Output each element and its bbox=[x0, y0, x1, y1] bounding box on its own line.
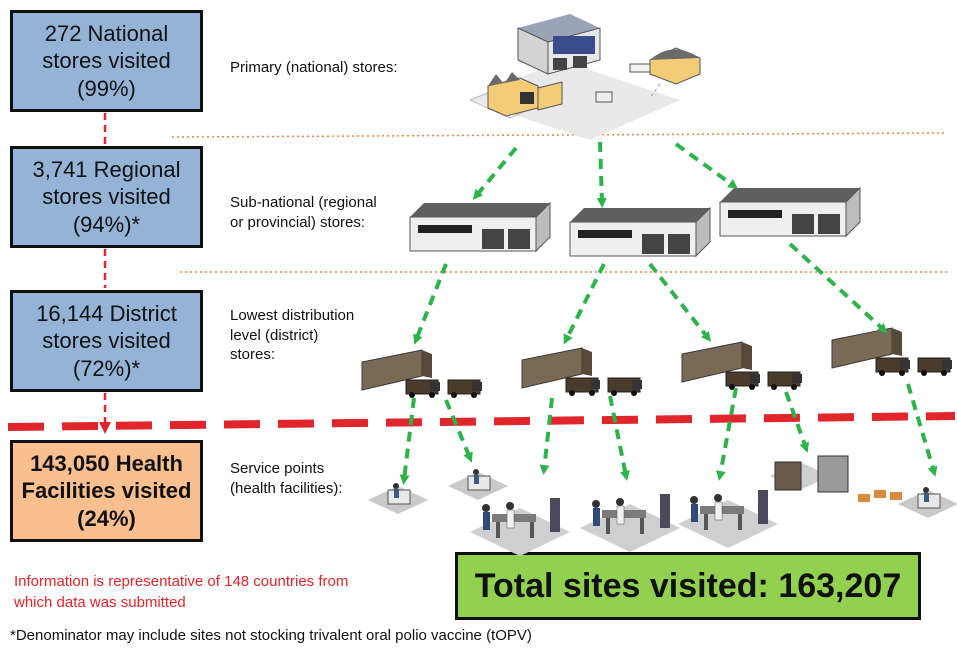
district-level-label: Lowest distribution level (district) sto… bbox=[230, 307, 355, 363]
health-facility-icon bbox=[677, 489, 779, 549]
district-stores-text: 16,144 District stores visited (72%)* bbox=[36, 300, 177, 381]
health-facilities-text: 143,050 Health Facilities visited (24%) bbox=[21, 450, 192, 531]
district-stores-box: 16,144 District stores visited (72%)* bbox=[10, 290, 203, 392]
health-facility-icon bbox=[469, 497, 571, 557]
total-sites-text: Total sites visited: 163,207 bbox=[474, 566, 902, 605]
national-stores-box: 272 National stores visited (99%) bbox=[10, 10, 203, 112]
regional-level-label: Sub-national (regional or provincial) st… bbox=[230, 194, 377, 231]
regional-warehouse-icon bbox=[409, 202, 551, 252]
regional-warehouse-icon bbox=[569, 207, 711, 257]
health-facility-icon bbox=[367, 482, 429, 515]
regional-stores-text: 3,741 Regional stores visited (94%)* bbox=[32, 156, 181, 237]
health-facility-icon bbox=[447, 468, 509, 501]
district-store-icon bbox=[521, 347, 643, 397]
health-facilities-box: 143,050 Health Facilities visited (24%) bbox=[10, 440, 203, 542]
regional-stores-box: 3,741 Regional stores visited (94%)* bbox=[10, 146, 203, 248]
district-store-icon bbox=[681, 341, 803, 391]
national-warehouse-complex-icon bbox=[468, 14, 701, 140]
national-level-label: Primary (national) stores: bbox=[230, 59, 398, 76]
health-facility-icon bbox=[579, 493, 681, 553]
district-store-icon bbox=[361, 349, 483, 399]
total-sites-box: Total sites visited: 163,207 bbox=[455, 552, 921, 620]
supply-store-icon bbox=[770, 455, 902, 502]
national-stores-text: 272 National stores visited (99%) bbox=[42, 20, 171, 101]
health-facility-icon bbox=[897, 486, 957, 519]
health-level-label: Service points (health facilities): bbox=[230, 460, 343, 497]
district-store-icon bbox=[831, 327, 953, 377]
coverage-note: Information is representative of 148 cou… bbox=[14, 573, 349, 611]
regional-warehouse-icon bbox=[719, 187, 861, 237]
footnote: *Denominator may include sites not stock… bbox=[10, 627, 532, 644]
